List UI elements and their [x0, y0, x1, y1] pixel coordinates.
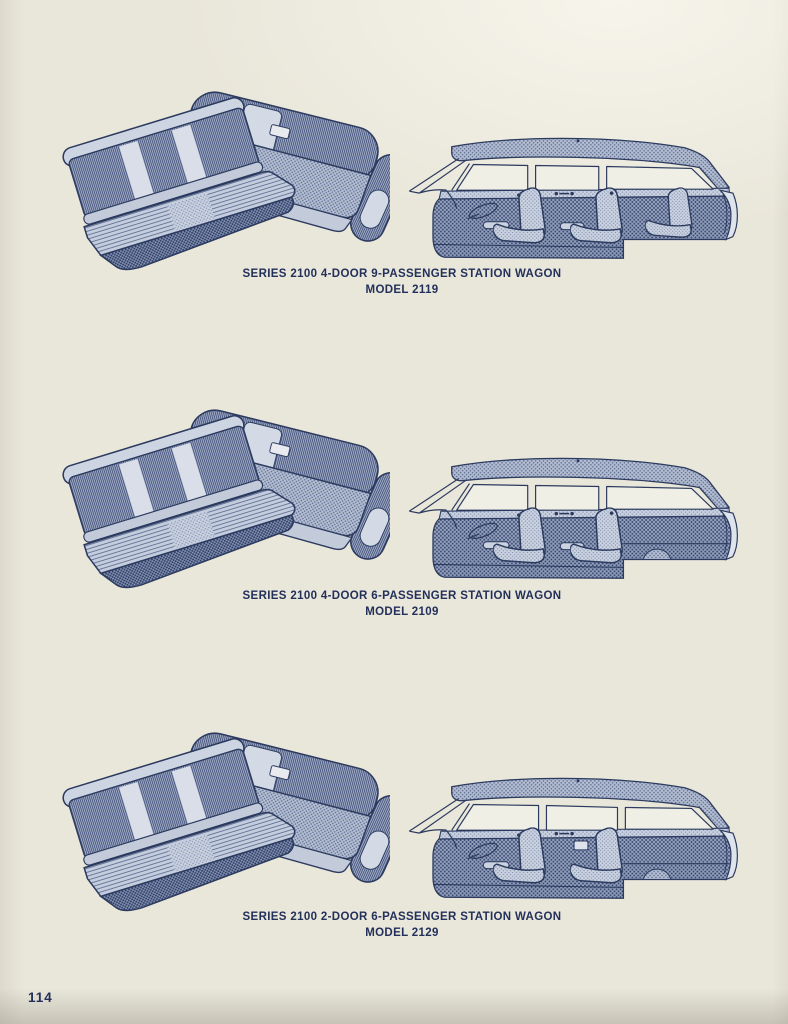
caption-model-2109: SERIES 2100 4-DOOR 6-PASSENGER STATION W… [16, 588, 788, 620]
wagon-interior [446, 507, 623, 564]
page-number: 114 [28, 990, 53, 1005]
caption-model-2129: SERIES 2100 2-DOOR 6-PASSENGER STATION W… [16, 909, 788, 941]
window-crank-handles [517, 511, 614, 517]
wagon-cutaway-illustration-2129 [398, 768, 762, 916]
wagon-cutaway-illustration-2119 [398, 128, 762, 276]
caption-line1: SERIES 2100 4-DOOR 9-PASSENGER STATION W… [242, 268, 562, 280]
window-crank-handles [517, 831, 574, 837]
seat-illustration-2129 [45, 726, 390, 931]
wagon-cutaway-illustration-2109 [398, 448, 762, 596]
wagon-body-shell [408, 457, 738, 579]
caption-line2: MODEL 2119 [365, 284, 439, 296]
window-crank-handles [517, 191, 614, 197]
caption-line1: SERIES 2100 4-DOOR 6-PASSENGER STATION W… [242, 590, 562, 602]
wagon-body-shell [408, 777, 738, 899]
seat-illustration-2109 [45, 403, 390, 608]
caption-model-2119: SERIES 2100 4-DOOR 9-PASSENGER STATION W… [16, 266, 788, 298]
wagon-interior [446, 187, 693, 244]
wagon-interior [446, 827, 623, 884]
caption-line2: MODEL 2109 [365, 606, 439, 618]
caption-line2: MODEL 2129 [365, 927, 439, 939]
seat-illustration-2119 [45, 85, 390, 290]
caption-line1: SERIES 2100 2-DOOR 6-PASSENGER STATION W… [242, 911, 562, 923]
